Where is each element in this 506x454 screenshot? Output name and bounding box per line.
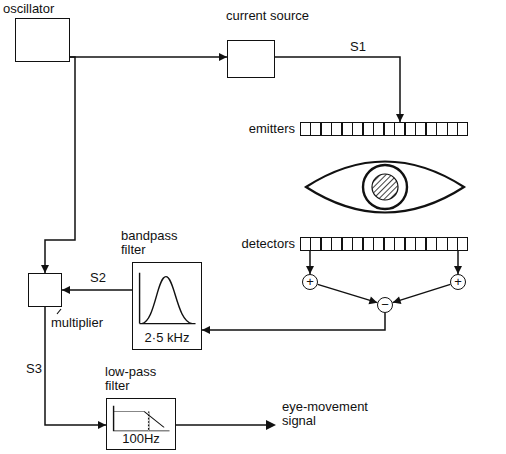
node-label: −: [378, 298, 392, 312]
output-line: [168, 424, 268, 426]
node-label: +: [451, 275, 465, 289]
node-text: 2·5 kHz: [133, 331, 201, 345]
signal-connector: [62, 289, 132, 291]
emitter-array: emitters: [300, 122, 468, 136]
arrowhead: [369, 296, 378, 304]
arrowhead: [41, 265, 49, 273]
pupil: [372, 174, 398, 200]
arrowhead: [454, 266, 462, 274]
low-pass-filter-box: low-pass filter100Hz: [106, 398, 176, 450]
summing-junction: +: [302, 274, 318, 290]
signal-name: S3: [26, 362, 42, 376]
output-arrowhead: [266, 420, 276, 430]
node-label: bandpass filter: [121, 229, 193, 258]
multiplier-box: multiplier: [28, 273, 62, 307]
difference-junction: −: [377, 297, 393, 313]
arrowhead: [98, 421, 106, 429]
signal-connector: [45, 307, 106, 425]
arrowhead: [219, 53, 227, 61]
output-label: eye-movement signal: [282, 400, 378, 429]
bandpass-filter-box: bandpass filter2·5 kHz: [132, 262, 202, 350]
node-label: multiplier: [51, 316, 103, 330]
node-label: low-pass filter: [105, 365, 171, 394]
eye-outline: [306, 162, 464, 213]
signal-connector: [393, 284, 451, 302]
iris: [363, 165, 407, 209]
signal-name: S2: [90, 271, 106, 285]
current-source-box: current source: [227, 40, 275, 78]
arrowhead: [306, 266, 314, 274]
node-label: +: [303, 275, 317, 289]
signal-connector: [202, 313, 385, 330]
signal-connector: [45, 57, 75, 273]
arrowhead: [396, 114, 404, 122]
leader-line: [57, 309, 61, 314]
signal-connector: [275, 57, 400, 122]
oscillator-box: oscillator: [15, 18, 70, 62]
node-label: emitters: [249, 122, 295, 136]
arrowhead: [62, 286, 70, 294]
node-text: 100Hz: [107, 432, 175, 446]
arrowhead: [202, 326, 210, 334]
signal-connector: [318, 284, 378, 302]
arrowhead: [393, 296, 402, 304]
node-label: oscillator: [3, 2, 54, 16]
node-label: current source: [226, 9, 309, 23]
summing-junction: +: [450, 274, 466, 290]
signal-name: S1: [350, 40, 366, 54]
signal-connector: [70, 56, 227, 58]
node-label: detectors: [242, 237, 295, 251]
detector-array: detectors: [300, 237, 468, 251]
